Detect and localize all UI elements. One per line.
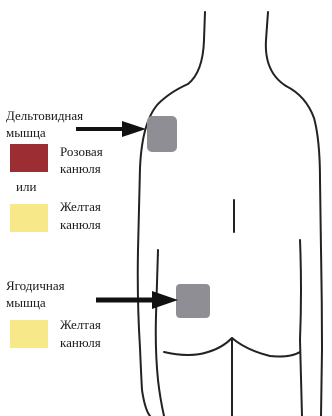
or-text: или	[16, 180, 36, 194]
gluteal-label: Ягодичная	[6, 279, 65, 293]
gluteal-site-marker	[176, 284, 210, 318]
deltoid-site-marker	[147, 116, 177, 152]
pink-cannula-label-line2: канюля	[60, 162, 101, 176]
yellow-cannula-swatch-deltoid	[10, 204, 48, 232]
gluteal-arrow	[96, 290, 180, 310]
deltoid-arrow	[76, 120, 148, 138]
pink-cannula-swatch	[10, 144, 48, 172]
yellow-cannula-label-gluteal: Желтая	[60, 318, 101, 332]
yellow-cannula-label-deltoid-line2: канюля	[60, 218, 101, 232]
deltoid-label: Дельтовидная	[6, 109, 83, 123]
deltoid-label-line2: мышца	[6, 126, 46, 140]
gluteal-label-line2: мышца	[6, 296, 46, 310]
yellow-cannula-swatch-gluteal	[10, 320, 48, 348]
yellow-cannula-label-deltoid: Желтая	[60, 200, 101, 214]
yellow-cannula-label-gluteal-line2: канюля	[60, 336, 101, 350]
pink-cannula-label: Розовая	[60, 145, 103, 159]
